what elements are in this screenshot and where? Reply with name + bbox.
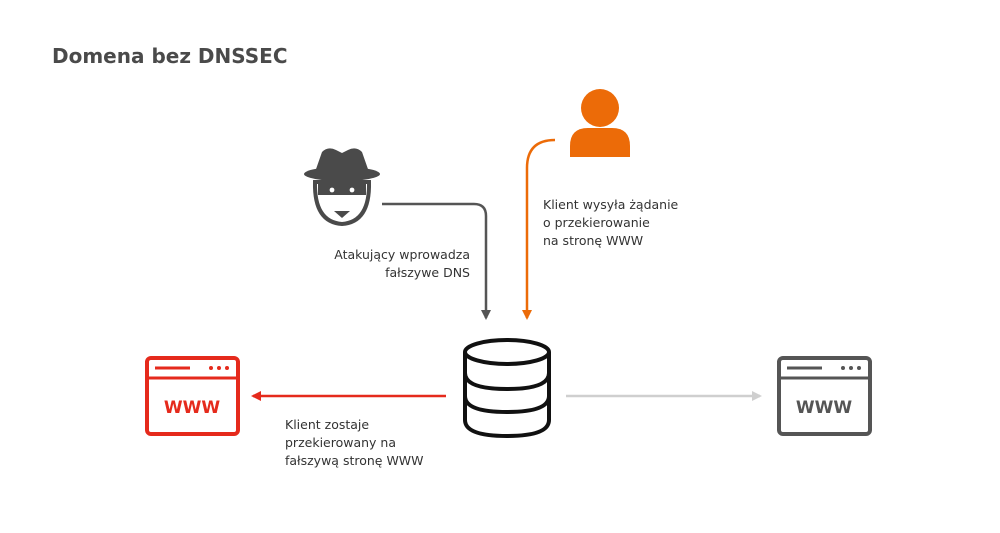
user-icon	[570, 89, 630, 157]
real-site-browser-icon: WWW	[777, 356, 872, 436]
client-caption: Klient wysyła żądanie o przekierowanie n…	[543, 196, 678, 250]
redirect-caption: Klient zostaje przekierowany na fałszywą…	[285, 416, 424, 470]
client-arrow	[522, 138, 556, 320]
fake-site-www-text: WWW	[164, 398, 221, 418]
client-caption-line: na stronę WWW	[543, 233, 644, 248]
redirect-caption-line: Klient zostaje	[285, 417, 370, 432]
attacker-caption-line: Atakujący wprowadza	[334, 247, 470, 262]
fake-site-browser-icon: WWW	[145, 356, 240, 436]
client-caption-line: Klient wysyła żądanie	[543, 197, 679, 212]
attacker-caption: Atakujący wprowadza fałszywe DNS	[334, 246, 470, 282]
redirect-caption-line: przekierowany na	[285, 435, 396, 450]
spy-icon	[304, 148, 380, 227]
real-site-www-text: WWW	[796, 398, 853, 418]
diagram-title: Domena bez DNSSEC	[52, 44, 288, 68]
attacker-arrow	[382, 202, 491, 320]
database-icon	[463, 338, 551, 439]
client-caption-line: o przekierowanie	[543, 215, 650, 230]
attacker-caption-line: fałszywe DNS	[385, 265, 470, 280]
redirect-caption-line: fałszywą stronę WWW	[285, 453, 424, 468]
